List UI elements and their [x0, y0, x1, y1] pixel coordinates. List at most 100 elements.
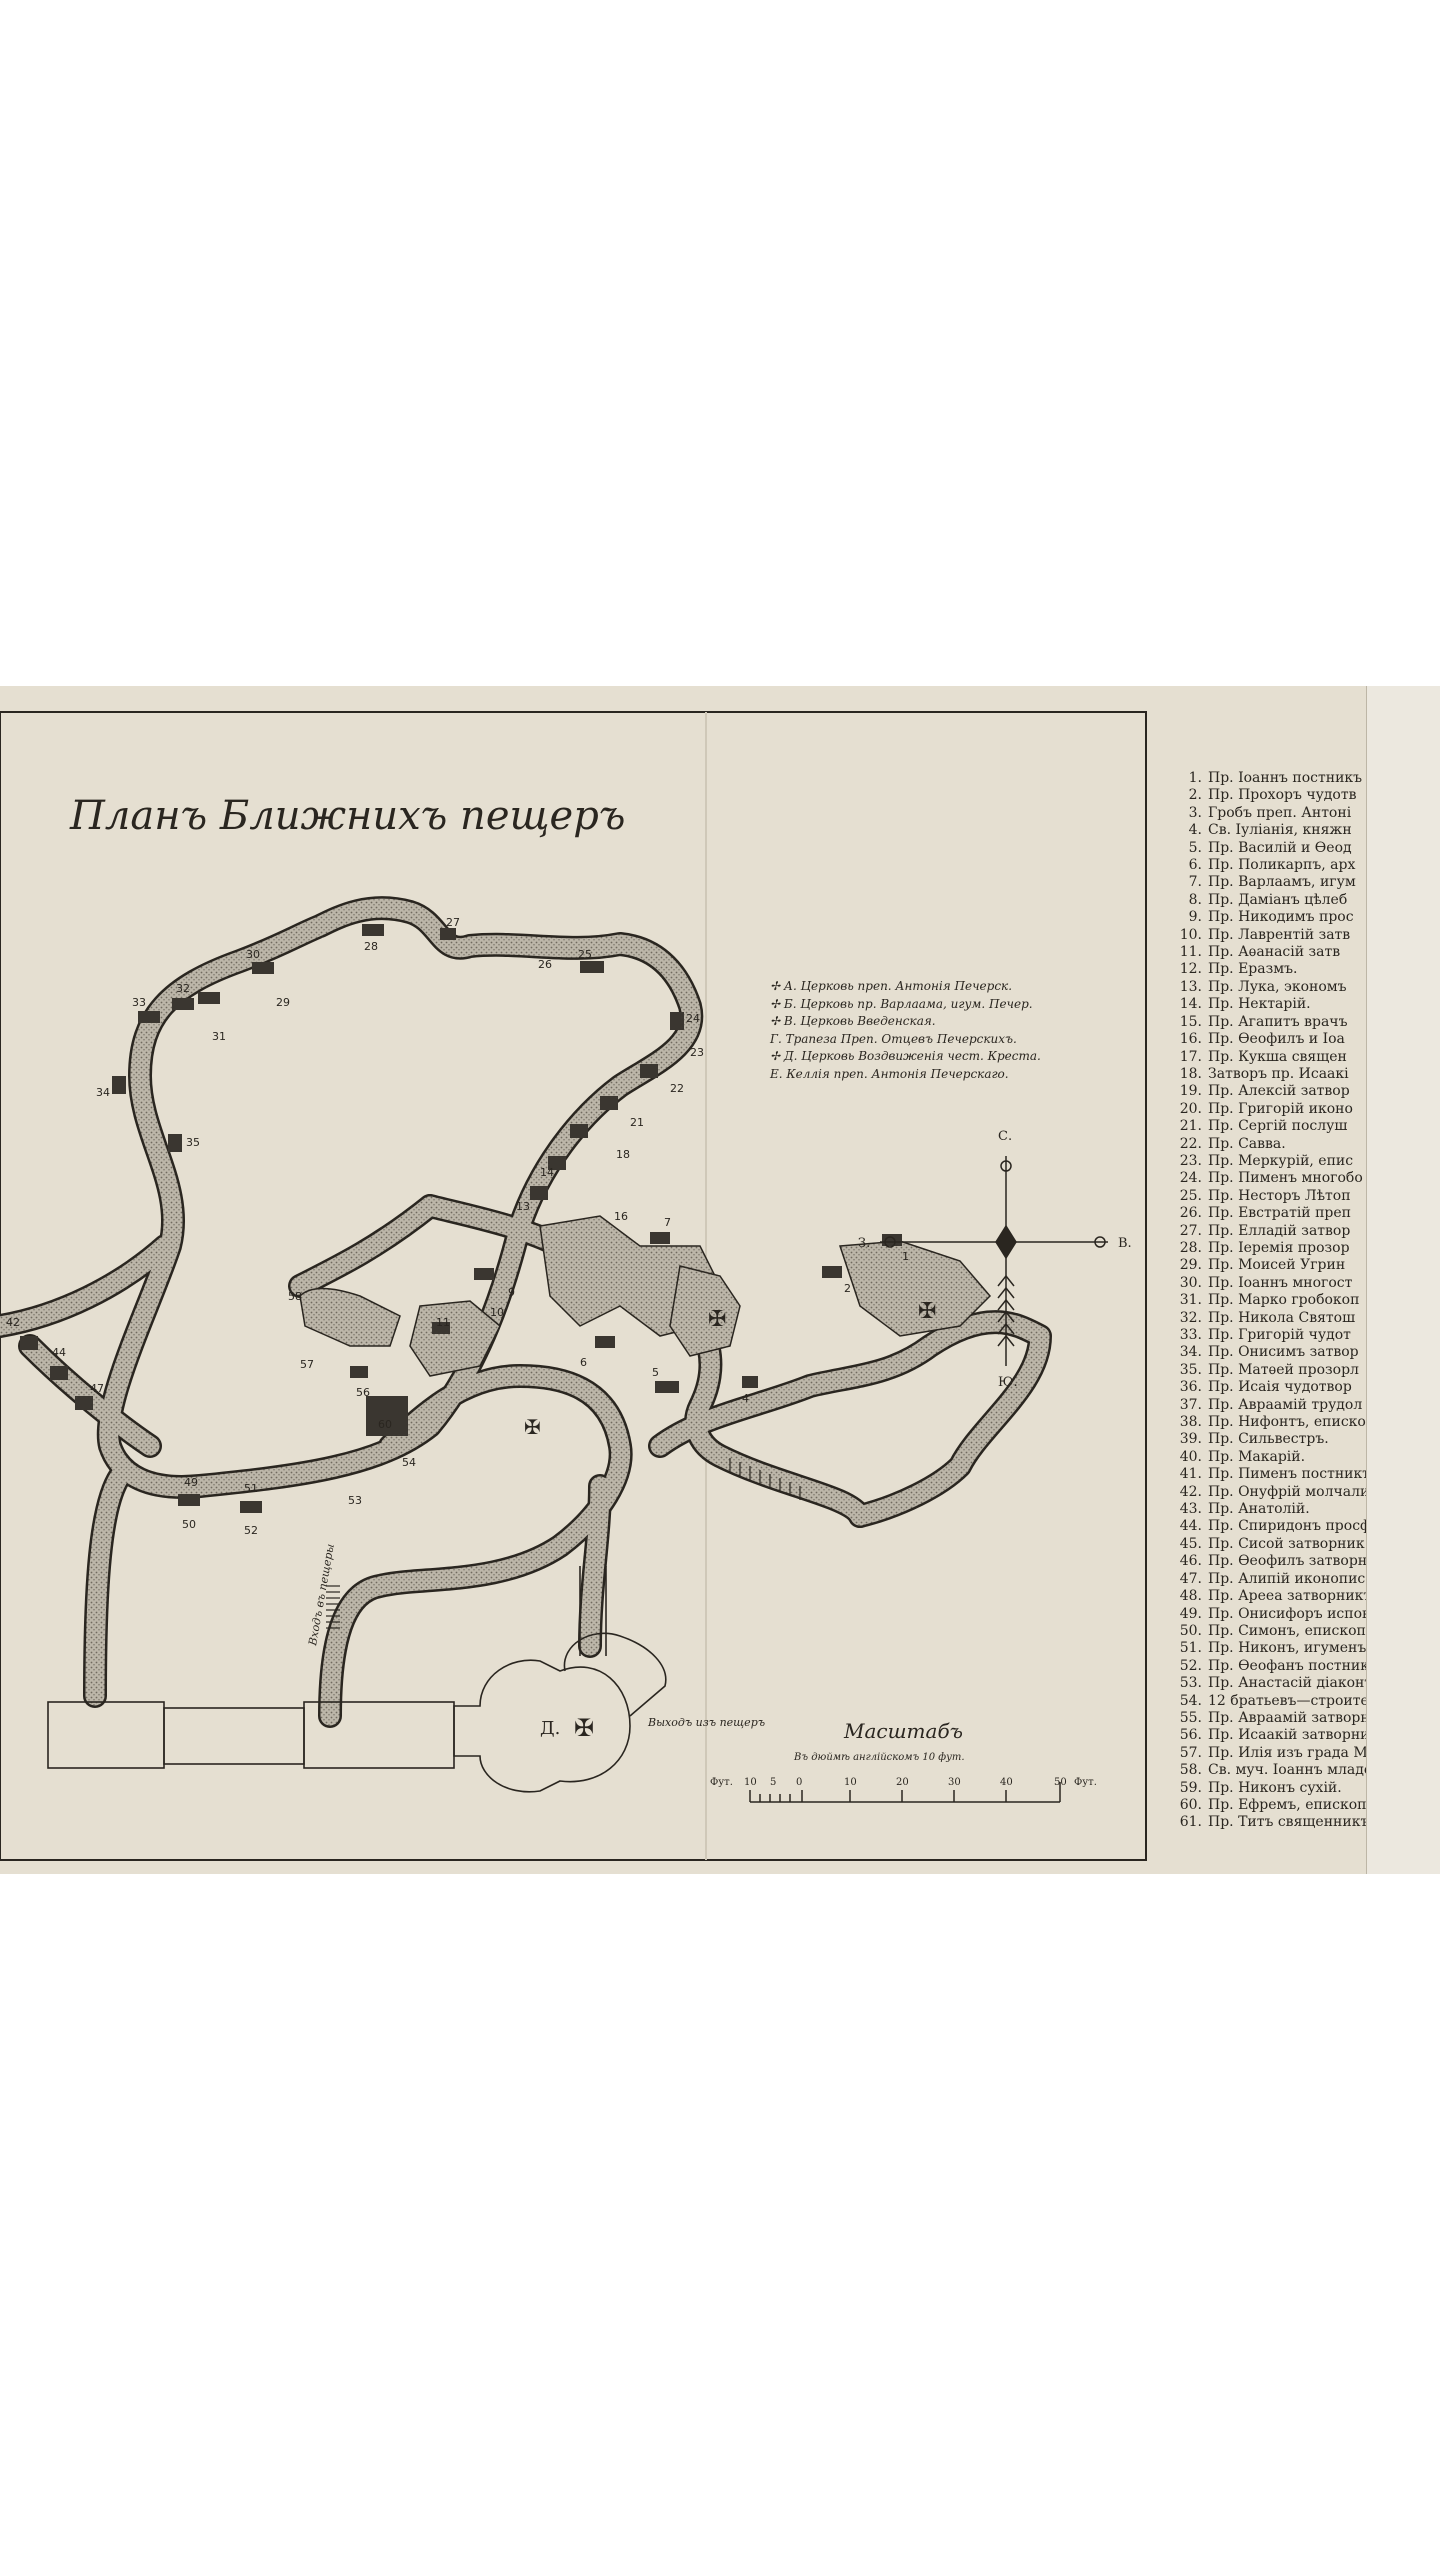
cross-d-icon: ✠: [574, 1714, 594, 1742]
index-entry-text: Пр. Іеремія прозор: [1208, 1239, 1350, 1256]
index-entry: 54.12 братьевъ—строител: [1172, 1693, 1366, 1710]
index-entry-text: Пр. Матѳей прозорл: [1208, 1361, 1359, 1378]
index-entry-number: 15.: [1179, 1013, 1202, 1030]
index-entry: 55.Пр. Авраамій затворник: [1172, 1710, 1366, 1727]
index-entry-number: 55.: [1179, 1709, 1202, 1726]
index-entry-number: 7.: [1188, 874, 1202, 891]
index-entry-text: Пр. Марко гробокоп: [1208, 1292, 1360, 1309]
niche-number: 57: [300, 1358, 314, 1371]
index-entry-text: Пр. Никодимъ прос: [1208, 909, 1354, 926]
index-entry-text: Пр. Спиридонъ просф: [1208, 1518, 1366, 1535]
scale-subtitle: Въ дюймѣ англійскомъ 10 фут.: [793, 1752, 965, 1763]
niche-number: 44: [52, 1346, 66, 1359]
index-entry-number: 38.: [1179, 1414, 1202, 1431]
index-entry-text: Пр. Моисей Угрин: [1208, 1257, 1346, 1274]
scale-tick: 10: [744, 1777, 757, 1788]
index-entry-number: 2.: [1188, 787, 1202, 804]
index-entry-number: 48.: [1179, 1588, 1202, 1605]
index-entry-number: 17.: [1179, 1048, 1202, 1065]
index-entry: 44.Пр. Спиридонъ просф: [1172, 1518, 1366, 1535]
burial-niches: [20, 924, 902, 1513]
index-entry: 33.Пр. Григорій чудот: [1172, 1327, 1366, 1344]
index-entry-number: 47.: [1179, 1570, 1202, 1587]
index-entry: 59.Пр. Никонъ сухій.: [1172, 1780, 1366, 1797]
index-entry: 38. Пр. Нифонтъ, еписко: [1172, 1414, 1366, 1431]
niche-number: 2: [844, 1282, 851, 1295]
niche-number: 27: [446, 916, 460, 929]
niche-number: 26: [538, 958, 552, 971]
chamber-58: [299, 1287, 401, 1347]
index-entry-number: 57.: [1179, 1744, 1202, 1761]
index-entry: 36.Пр. Исаія чудотвор: [1172, 1379, 1366, 1396]
niche-number: 49: [184, 1476, 198, 1489]
scale-tick-labels: Фут. 10 5 0 10 20 30 40 50 Фут.: [710, 1777, 1097, 1788]
index-entry-number: 9.: [1188, 909, 1202, 926]
cross-a-icon: ✠: [918, 1299, 936, 1324]
index-entry: 27.Пр. Елладій затвор: [1172, 1223, 1366, 1240]
index-entry-number: 33.: [1179, 1327, 1202, 1343]
index-entry: 47. Пр. Алипій иконописе: [1172, 1571, 1366, 1588]
index-entry-text: Пр. Еразмъ.: [1208, 961, 1298, 978]
index-entry-text: Пр. Сисой затворник: [1208, 1535, 1365, 1552]
chamber-g: [409, 1300, 501, 1377]
index-entry-number: 3.: [1188, 804, 1202, 821]
index-entry-text: Гробъ преп. Антоні: [1208, 804, 1352, 821]
index-entry-number: 21.: [1179, 1118, 1202, 1135]
index-entry-text: Пр. Исаакій затворникъ: [1208, 1727, 1366, 1744]
index-entry-text: Пр. Сергій послуш: [1208, 1118, 1348, 1135]
niche-number: 11: [436, 1316, 450, 1329]
index-entry-number: 59.: [1179, 1779, 1202, 1796]
index-entry-text: Пр. Аѳанасій затв: [1208, 944, 1341, 961]
index-entry: 31. Пр. Марко гробокоп: [1172, 1292, 1366, 1309]
niche-number: 16: [614, 1210, 628, 1223]
index-entry: 15. Пр. Агапитъ врачъ: [1172, 1014, 1366, 1031]
index-entry-text: Пр. Нифонтъ, еписко: [1208, 1414, 1366, 1431]
exit-label: Выходъ изъ пещеръ: [647, 1716, 765, 1729]
index-entry-number: 36.: [1179, 1379, 1202, 1396]
church-a-chamber: [838, 1240, 992, 1337]
scale-unit-right: Фут.: [1074, 1777, 1097, 1788]
scale-tick: 50: [1054, 1777, 1067, 1788]
index-entry-number: 54.: [1179, 1692, 1202, 1709]
index-entry-number: 60.: [1179, 1796, 1202, 1813]
map-sheet: Планъ Ближнихъ пещеръ: [0, 686, 1440, 1874]
index-entry: 41.Пр. Пименъ постникъ: [1172, 1466, 1366, 1483]
niche-number: 50: [182, 1518, 196, 1531]
niche-number: 30: [246, 948, 260, 961]
index-entry-text: Пр. Агапитъ врачъ: [1208, 1013, 1348, 1030]
compass-rose: [880, 1156, 1108, 1366]
niche-number: 5: [652, 1366, 659, 1379]
niche-number: 29: [276, 996, 290, 1009]
index-entry-number: 30.: [1179, 1274, 1202, 1291]
church-legend: ✢ А. Церковь преп. Антонія Печерск. ✢ Б.…: [770, 978, 1041, 1083]
index-entry: 12.Пр. Еразмъ.: [1172, 961, 1366, 978]
index-entry-text: Пр. Алипій иконописе: [1208, 1570, 1366, 1587]
index-entry-text: Пр. Никола Святош: [1208, 1309, 1356, 1326]
index-entry-number: 13.: [1179, 978, 1202, 995]
index-entry-text: Пр. Ѳеофилъ затворн: [1208, 1553, 1366, 1570]
index-entry: 56.Пр. Исаакій затворникъ: [1172, 1727, 1366, 1744]
stairs: [326, 1458, 801, 1629]
index-entry-text: Пр. Ефремъ, епископъ: [1208, 1796, 1366, 1813]
index-entry-number: 19.: [1179, 1083, 1202, 1100]
index-entry-number: 31.: [1179, 1292, 1202, 1309]
niche-number: 53: [348, 1494, 362, 1507]
cross-v-icon: ✠: [708, 1307, 726, 1332]
church-chambers: [299, 1215, 992, 1377]
index-entry: 29.Пр. Моисей Угрин: [1172, 1257, 1366, 1274]
compass-north-label: С.: [998, 1129, 1012, 1144]
niche-number: 42: [6, 1316, 20, 1329]
index-entry-text: Пр. Титъ священникъ.: [1208, 1814, 1366, 1831]
index-entry: 52.Пр. Ѳеофанъ постникъ.: [1172, 1658, 1366, 1675]
index-entry-number: 32.: [1179, 1309, 1202, 1326]
index-entry: 17.Пр. Кукша священ: [1172, 1049, 1366, 1066]
index-entry-number: 49.: [1179, 1605, 1202, 1622]
index-entry: 39.Пр. Сильвестръ.: [1172, 1431, 1366, 1448]
legend-item: Е. Келлія преп. Антонія Печерскаго.: [770, 1066, 1009, 1081]
index-entry: 5.Пр. Василій и Ѳеод: [1172, 840, 1366, 857]
index-entry: 46.Пр. Ѳеофилъ затворн: [1172, 1553, 1366, 1570]
index-entry-text: Пр. Василій и Ѳеод: [1208, 839, 1352, 856]
niche-number: 21: [630, 1116, 644, 1129]
index-entry: 7.Пр. Варлаамъ, игум: [1172, 874, 1366, 891]
